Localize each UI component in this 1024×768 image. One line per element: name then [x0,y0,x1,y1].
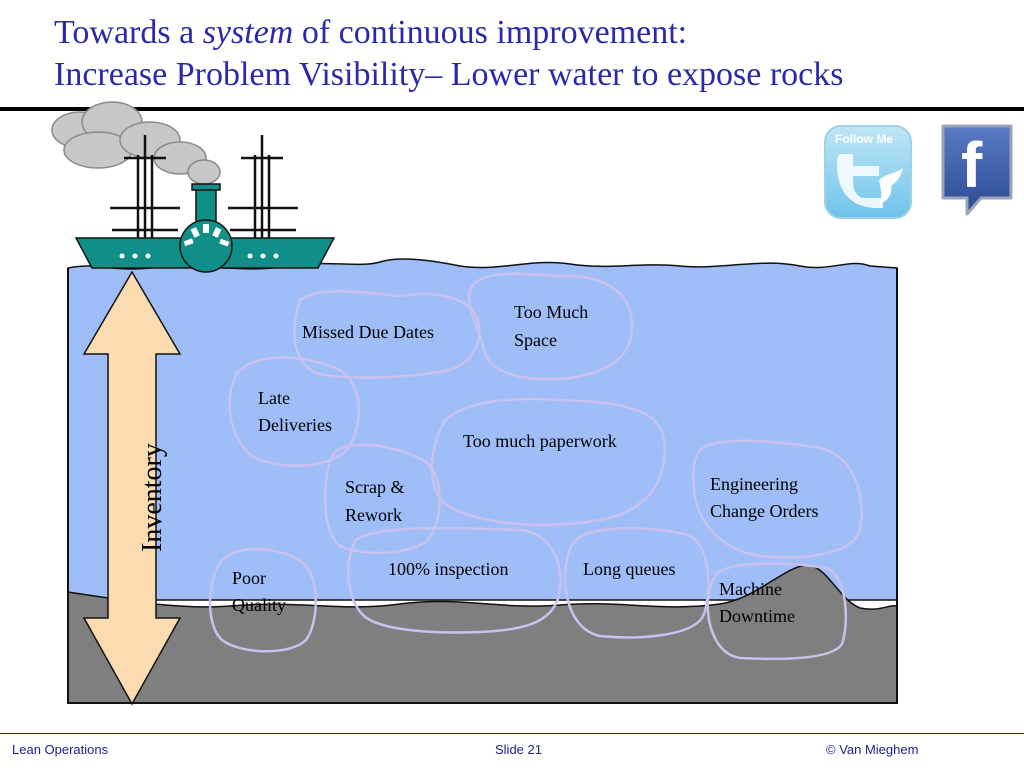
steamship [74,135,336,273]
title-line-1-post: of continuous improvement: [293,14,688,51]
title-line-2: Increase Problem Visibility– Lower water… [54,56,844,93]
rock-long-queues [563,527,710,639]
footer-slide-number: Slide 21 [495,742,542,757]
inventory-label: Inventory [137,443,168,552]
label-late-deliveries-2: Deliveries [258,415,332,435]
twitter-follow-text: Follow Me [835,132,893,146]
facebook-letter: f [961,129,983,201]
label-missed-due-dates: Missed Due Dates [302,322,434,342]
slide-title: Towards a system of continuous improveme… [54,12,1014,96]
rock-inspection [347,526,562,634]
twitter-bird-icon [824,125,912,219]
rock-missed-due-dates [293,289,481,379]
paddle-spokes [183,224,230,247]
label-poor-quality-2: Quality [232,595,286,615]
label-too-much-space-2: Space [514,330,557,350]
label-engineering-1: Engineering [710,474,798,494]
title-line-1: Towards a system of continuous improveme… [54,12,1014,54]
rock-poor-quality [208,547,317,653]
label-inspection: 100% inspection [388,559,509,579]
label-late-deliveries-1: Late [258,388,290,408]
title-line-1-emphasis: system [202,14,294,51]
smoke-cloud [51,101,221,185]
label-machine-downtime-2: Downtime [719,606,795,626]
inventory-arrow [82,270,182,706]
label-too-much-space-1: Too Much [514,302,589,322]
facebook-icon[interactable]: f [937,120,1017,216]
ground-area [67,564,898,704]
footer-course: Lean Operations [12,742,109,757]
water-border [67,268,898,704]
title-divider [0,107,1024,111]
mast-right [228,135,298,238]
label-too-much-paperwork: Too much paperwork [463,431,617,451]
label-long-queues: Long queues [583,559,676,579]
mast-left [110,135,180,238]
label-scrap-rework-1: Scrap & [345,477,405,497]
title-line-1-pre: Towards a [54,14,203,51]
label-engineering-2: Change Orders [710,501,819,521]
rock-engineering [692,439,863,559]
rock-outlines [208,272,863,661]
footer-copyright: © Van Mieghem [826,742,919,757]
footer-divider [0,733,1024,734]
label-scrap-rework-2: Rework [345,505,402,525]
portholes [119,253,279,259]
facebook-badge-icon [941,124,1013,216]
label-machine-downtime-1: Machine [719,579,782,599]
rock-too-much-space [467,272,634,381]
rock-too-much-paperwork [430,397,666,527]
label-poor-quality-1: Poor [232,568,267,588]
rock-scrap-rework [323,443,441,555]
rock-machine-downtime [706,562,848,661]
twitter-follow-icon[interactable]: Follow Me [823,124,913,220]
